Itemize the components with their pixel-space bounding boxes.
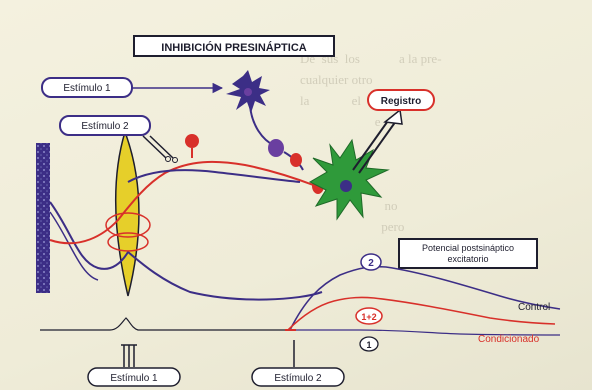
ppse-box: Potencial postsináptico excitatorio [399,239,537,268]
title: INHIBICIÓN PRESINÁPTICA [161,41,307,54]
svg-text:1: 1 [366,340,371,350]
afferent-fiber [50,202,322,300]
control-label: Control [518,302,550,313]
conditioned-trace [288,297,555,330]
postsynaptic-neuron [310,140,388,219]
red-presynaptic-terminal [290,153,302,167]
stimulus-1-bottom-label: Estímulo 1 [88,368,180,386]
neuron-nucleus [340,180,352,192]
afferent-fiber-lower [50,212,98,280]
stimulus-2-electrode [143,136,178,163]
svg-text:Estímulo 1: Estímulo 1 [63,83,111,94]
title-box: INHIBICIÓN PRESINÁPTICA [134,36,334,56]
axoaxonic-terminal [268,139,284,157]
stimulus-2-top-label: Estímulo 2 [60,116,150,135]
stimulus-1-top-label: Estímulo 1 [42,78,132,97]
marker-2: 2 [361,254,381,270]
svg-text:Potencial postsináptico: Potencial postsináptico [422,243,514,253]
red-afferent-fiber [50,162,316,243]
svg-text:Estímulo 2: Estímulo 2 [81,121,129,132]
stimulus-2-bottom-label: Estímulo 2 [252,368,344,386]
svg-text:Registro: Registro [381,96,422,107]
inhibitory-interneuron [226,70,270,113]
svg-text:excitatorio: excitatorio [447,254,488,264]
svg-text:Estímulo 1: Estímulo 1 [110,373,158,384]
stimulus-1-ticks [121,345,137,367]
marker-1-plus-2: 1+2 [356,308,382,324]
red-terminal-upper [185,134,199,148]
svg-text:2: 2 [368,258,374,269]
baseline-trace-left [40,318,285,330]
spinal-cord-strip [36,143,50,293]
registro-label-box: Registro [368,90,434,110]
svg-text:1+2: 1+2 [361,312,376,322]
svg-text:Estímulo 2: Estímulo 2 [274,373,322,384]
control-trace [290,267,560,330]
marker-1: 1 [360,337,378,351]
condicionado-label: Condicionado [478,334,540,345]
interneuron-axon [250,106,275,146]
